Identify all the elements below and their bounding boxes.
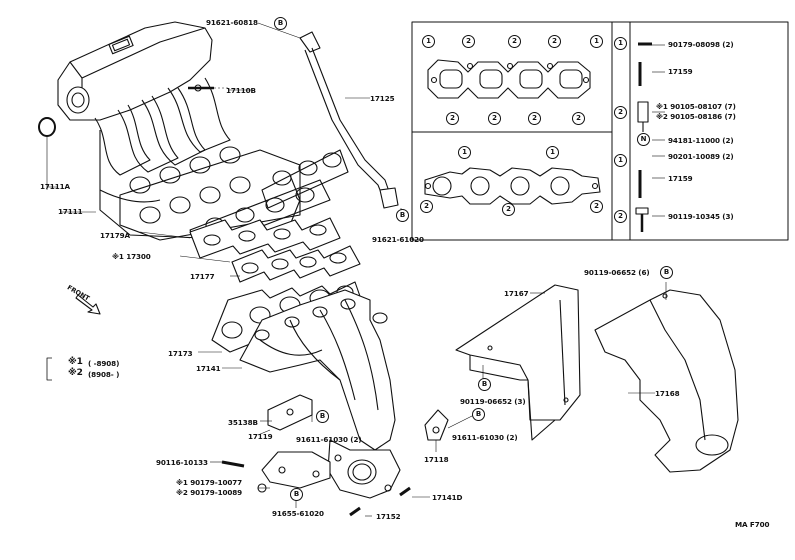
marker-b: B xyxy=(396,209,409,222)
ref-code: MA F700 xyxy=(735,520,770,529)
marker-1: 1 xyxy=(458,146,471,159)
marker-b: B xyxy=(478,378,491,391)
legend-brace xyxy=(46,357,52,381)
part-17111: 17111 xyxy=(58,207,83,216)
legend-mark-2: ※2 xyxy=(68,368,83,378)
part-17177: 17177 xyxy=(190,272,215,281)
legend-text-1: ( -8908) xyxy=(88,359,120,368)
heat-insulator-17167 xyxy=(455,284,581,441)
part-17110b: 17110B xyxy=(226,86,256,95)
marker-2: 2 xyxy=(420,200,433,213)
marker-2: 2 xyxy=(528,112,541,125)
legend-mark-1: ※1 xyxy=(68,357,83,367)
bolt-90119-3: 90119-06652 (3) xyxy=(460,397,526,406)
marker-2: 2 xyxy=(590,200,603,213)
leader-lines xyxy=(46,22,667,517)
heat-insulator-17168 xyxy=(594,289,739,473)
marker-2: 2 xyxy=(614,106,627,119)
marker-b: B xyxy=(316,410,329,423)
stay-17125 xyxy=(299,31,399,209)
fasteners xyxy=(349,409,449,517)
part-17119: 17119 xyxy=(248,432,273,441)
marker-2: 2 xyxy=(614,210,627,223)
marker-b: B xyxy=(472,408,485,421)
table-row-7: 90119-10345 (3) xyxy=(668,212,734,221)
exhaust-gasket-17177 xyxy=(231,245,361,283)
part-17300: ※1 17300 xyxy=(112,252,151,261)
legend-text-2: (8908- ) xyxy=(88,370,120,379)
front-arrow xyxy=(75,294,101,315)
nut-91655: 91655-61020 xyxy=(272,509,324,518)
marker-2: 2 xyxy=(446,112,459,125)
intake-manifold xyxy=(38,21,349,251)
table-frame xyxy=(411,21,789,241)
part-17141d: 17141D xyxy=(432,493,463,502)
stud-90116: 90116-10133 xyxy=(156,458,208,467)
marker-b: B xyxy=(274,17,287,30)
part-17118: 17118 xyxy=(424,455,449,464)
bolt-91611-right: 91611-61030 (2) xyxy=(452,433,518,442)
exhaust-manifold xyxy=(239,289,401,499)
marker-1: 1 xyxy=(590,35,603,48)
part-17111a: 17111A xyxy=(40,182,70,191)
nut-90179-1: ※1 90179-10077 xyxy=(176,478,243,487)
table-row-3b: ※2 90105-08186 (7) xyxy=(656,112,736,121)
marker-2: 2 xyxy=(488,112,501,125)
gasket-detail-lower xyxy=(424,167,601,205)
bolt-90119-6: 90119-06652 (6) xyxy=(584,268,650,277)
marker-2: 2 xyxy=(462,35,475,48)
table-row-6: 17159 xyxy=(668,174,693,183)
nut-90179-2: ※2 90179-10089 xyxy=(176,488,243,497)
part-17152: 17152 xyxy=(376,512,401,521)
intake-gasket xyxy=(189,217,341,259)
marker-2: 2 xyxy=(572,112,585,125)
marker-2: 2 xyxy=(508,35,521,48)
marker-1: 1 xyxy=(546,146,559,159)
marker-1: 1 xyxy=(614,154,627,167)
table-row-5: 90201-10089 (2) xyxy=(668,152,734,161)
part-17125: 17125 xyxy=(370,94,395,103)
table-fastener-icons xyxy=(635,42,652,232)
bolt-label-top: 91621-60818 xyxy=(206,18,258,27)
gasket-detail-upper xyxy=(427,59,591,99)
part-17173: 17173 xyxy=(168,349,193,358)
brackets xyxy=(221,394,331,493)
marker-b: B xyxy=(660,266,673,279)
bolt-label-bottom: 91621-61020 xyxy=(372,235,424,244)
table-row-1: 90179-08098 (2) xyxy=(668,40,734,49)
marker-1: 1 xyxy=(422,35,435,48)
part-17141: 17141 xyxy=(196,364,221,373)
table-row-3a: ※1 90105-08107 (7) xyxy=(656,102,736,111)
marker-n: N xyxy=(637,133,650,146)
part-35138b: 35138B xyxy=(228,418,258,427)
bolt-91611-left: 91611-61030 (2) xyxy=(296,435,362,444)
part-17167: 17167 xyxy=(504,289,529,298)
marker-b: B xyxy=(290,488,303,501)
table-row-2: 17159 xyxy=(668,67,693,76)
marker-1: 1 xyxy=(614,37,627,50)
marker-2: 2 xyxy=(548,35,561,48)
part-17179a: 17179A xyxy=(100,231,130,240)
marker-2: 2 xyxy=(502,203,515,216)
table-row-4: 94181-11000 (2) xyxy=(668,136,734,145)
part-17168: 17168 xyxy=(655,389,680,398)
